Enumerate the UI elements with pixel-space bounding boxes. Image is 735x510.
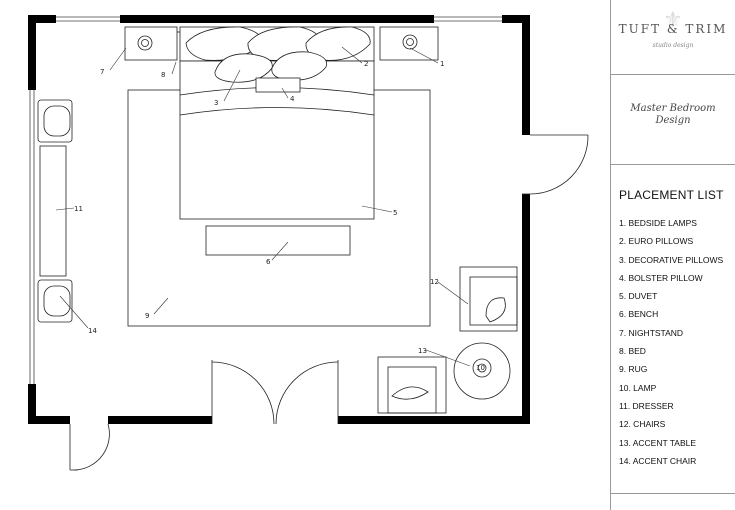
list-item: 10. LAMP	[619, 382, 657, 393]
accent-table	[453, 342, 511, 400]
placement-heading: PLACEMENT LIST	[619, 188, 724, 202]
list-item: 7. NIGHTSTAND	[619, 327, 684, 338]
list-item: 11. DRESSER	[619, 400, 674, 411]
floor-plan: 1 2 3 4 5 6 7 8 9 10 11 12 13 14	[28, 15, 589, 471]
dresser	[39, 145, 67, 277]
list-item: 9. RUG	[619, 364, 648, 375]
label-9: 9	[145, 312, 149, 320]
list-item: 14. ACCENT CHAIR	[619, 455, 697, 466]
decorative-pillows	[214, 51, 327, 83]
label-13: 13	[418, 347, 427, 355]
nightstand-right	[379, 26, 439, 61]
accent-chair-top	[37, 99, 73, 143]
brand-tagline: studio design	[652, 42, 694, 49]
right-door	[522, 134, 589, 195]
label-8: 8	[161, 71, 165, 79]
list-item: 1. BEDSIDE LAMPS	[619, 218, 697, 228]
euro-pillows	[185, 26, 371, 61]
chair-right	[459, 266, 518, 332]
label-5: 5	[393, 209, 397, 217]
bench	[205, 225, 351, 256]
label-6: 6	[266, 258, 271, 266]
bolster-pillow	[255, 77, 301, 93]
leader-lines	[55, 46, 471, 367]
list-item: 5. DUVET	[619, 291, 658, 302]
list-item: 8. BED	[619, 346, 646, 357]
list-item: 2. EURO PILLOWS	[619, 236, 694, 247]
list-item: 3. DECORATIVE PILLOWS	[619, 254, 724, 265]
brand-name: TUFT & TRIM	[618, 22, 728, 36]
walls	[28, 15, 530, 424]
list-item: 13. ACCENT TABLE	[619, 437, 697, 448]
label-2: 2	[364, 60, 368, 68]
bottom-left-door	[69, 423, 110, 471]
double-door	[211, 360, 339, 425]
label-14: 14	[88, 327, 97, 335]
label-11: 11	[74, 205, 83, 213]
list-item: 12. CHAIRS	[619, 419, 666, 430]
label-4: 4	[290, 95, 295, 103]
windows	[29, 16, 502, 384]
chair-bottom	[377, 356, 447, 414]
placement-list-block: PLACEMENT LIST 1. BEDSIDE LAMPS 2. EURO …	[619, 188, 735, 474]
label-7: 7	[100, 68, 104, 76]
nightstand-left	[124, 26, 178, 61]
label-10: 10	[476, 364, 485, 372]
fleur-de-lis-icon: ⚜	[663, 8, 683, 33]
label-12: 12	[430, 278, 439, 286]
list-item: 6. BENCH	[619, 309, 659, 320]
design-title-block: Master Bedroom Design	[611, 75, 735, 165]
list-item: 4. BOLSTER PILLOW	[619, 272, 703, 283]
label-3: 3	[214, 99, 218, 107]
accent-chair-bottom	[37, 279, 73, 323]
label-1: 1	[440, 60, 444, 68]
side-panel: ⚜ TUFT & TRIM studio design Master Bedro…	[610, 0, 735, 510]
placement-list: 1. BEDSIDE LAMPS 2. EURO PILLOWS 3. DECO…	[619, 218, 735, 474]
design-title: Master Bedroom Design	[630, 103, 716, 126]
brand-block: ⚜ TUFT & TRIM studio design	[611, 0, 735, 75]
panel-divider	[611, 493, 735, 494]
